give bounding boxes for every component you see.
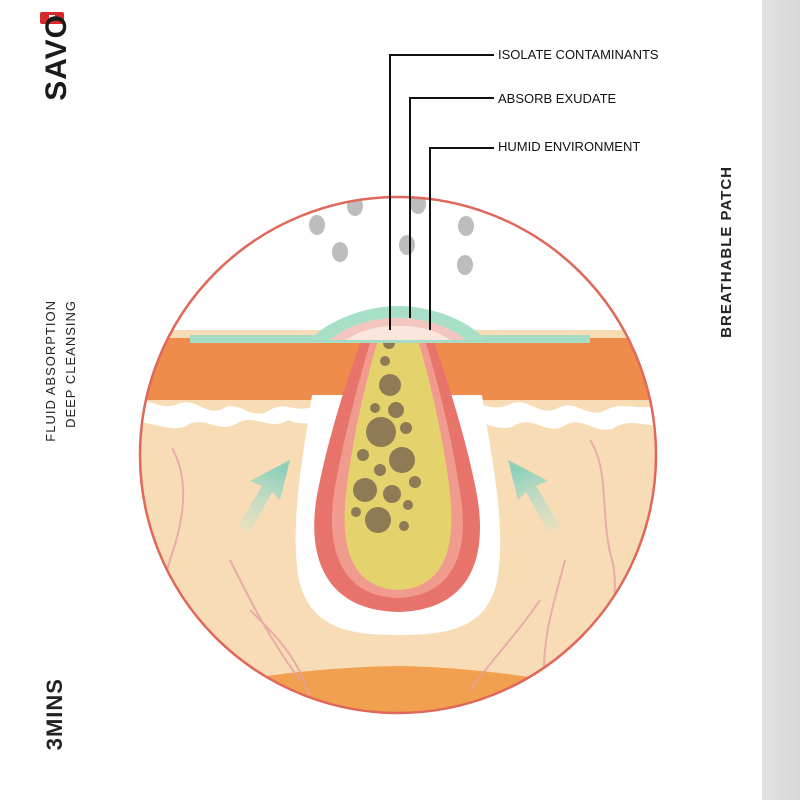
callout-absorb-exudate: ABSORB EXUDATE [498, 91, 617, 106]
leader-line-1 [389, 54, 494, 330]
leader-line-3 [429, 147, 494, 330]
left-up-arrow-icon [238, 460, 290, 532]
circle-contents [140, 197, 656, 713]
callout-isolate-contaminants: ISOLATE CONTAMINANTS [498, 47, 659, 62]
leader-line-2 [409, 97, 494, 318]
magnifier-circle-border [138, 195, 658, 715]
right-up-arrow-icon [508, 460, 560, 532]
callout-humid-environment: HUMID ENVIRONMENT [498, 139, 641, 154]
patch-dome-outer [310, 306, 486, 340]
right-boundary [458, 402, 656, 430]
subcutaneous-layer [140, 666, 656, 713]
right-edge-strip [762, 0, 800, 800]
leader-lines [389, 54, 494, 330]
patch-dome-core [346, 326, 450, 340]
left-boundary [140, 400, 340, 429]
patch-dome-inner [330, 318, 466, 340]
brand-mark-icon [40, 12, 64, 24]
